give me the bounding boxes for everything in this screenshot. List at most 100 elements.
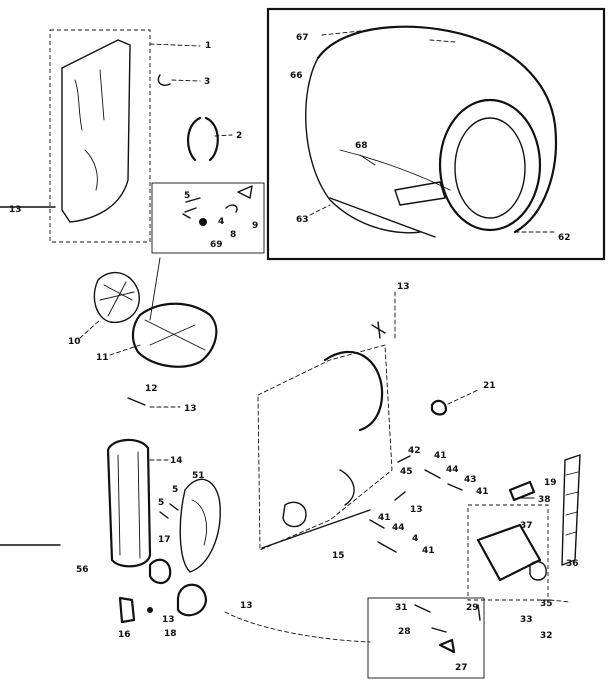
blower-housing-group <box>0 438 371 643</box>
fastener-a <box>397 455 411 463</box>
cabinet-base-group <box>257 291 479 551</box>
idler-arm <box>508 480 536 502</box>
drum-inset-group <box>266 7 606 261</box>
label-12: 12 <box>145 384 158 394</box>
part-21-cap <box>430 399 448 416</box>
part-2-ring <box>187 116 219 162</box>
label-10: 10 <box>68 337 81 347</box>
label-28: 28 <box>398 627 411 637</box>
label-27: 27 <box>455 663 468 673</box>
label-13f: 13 <box>410 505 423 515</box>
label-16: 16 <box>118 630 131 640</box>
label-21: 21 <box>483 381 496 391</box>
drum-left-edge <box>305 57 421 234</box>
front-panel-outline <box>49 29 151 243</box>
cabinet-lower-curve <box>339 469 355 506</box>
leader-11 <box>109 344 141 356</box>
label-31: 31 <box>395 603 408 613</box>
label-56: 56 <box>76 565 89 575</box>
leader-13e <box>224 611 371 643</box>
fastener-f <box>394 491 406 501</box>
label-13d: 13 <box>162 615 175 625</box>
leader-68 <box>359 154 376 166</box>
part-5-screws <box>159 503 179 519</box>
hardware-bolt <box>184 197 201 213</box>
label-41d: 41 <box>422 546 435 556</box>
part-3-clip <box>157 74 171 86</box>
hardware-screw <box>182 213 191 219</box>
label-5c: 5 <box>172 485 178 495</box>
label-42: 42 <box>408 446 421 456</box>
label-18: 18 <box>164 629 177 639</box>
blower-cover-51 <box>179 478 221 573</box>
label-13a: 13 <box>9 205 22 215</box>
label-11: 11 <box>96 353 109 363</box>
drum-outer-shell <box>316 25 557 234</box>
front-panel-shape <box>61 39 131 223</box>
label-19: 19 <box>544 478 557 488</box>
lower-hardware-box <box>367 597 485 679</box>
label-41b: 41 <box>476 487 489 497</box>
label-44a: 44 <box>446 465 459 475</box>
lower-hw-d <box>477 604 481 621</box>
label-5: 5 <box>184 191 190 201</box>
label-1: 1 <box>205 41 211 51</box>
label-66: 66 <box>290 71 303 81</box>
fastener-b <box>424 469 441 479</box>
label-33: 33 <box>520 615 533 625</box>
leader-10 <box>79 319 101 339</box>
label-4: 4 <box>218 217 224 227</box>
motor-shaft-line <box>144 319 206 351</box>
label-15: 15 <box>332 551 345 561</box>
cabinet-drum-belt <box>323 350 384 432</box>
label-3: 3 <box>204 77 210 87</box>
label-68: 68 <box>355 141 368 151</box>
hardware-box-group <box>151 182 265 254</box>
leader-1 <box>149 43 201 47</box>
cabinet-roller <box>282 501 307 528</box>
fastener-cluster <box>369 455 463 553</box>
label-62: 62 <box>558 233 571 243</box>
front-panel-detail <box>74 69 105 191</box>
label-37: 37 <box>520 521 533 531</box>
leader-67b <box>429 39 456 43</box>
label-45: 45 <box>400 467 413 477</box>
part-12-clip <box>127 397 146 406</box>
idler-shaft <box>261 509 371 549</box>
leader-35 <box>549 599 571 603</box>
label-43: 43 <box>464 475 477 485</box>
drum-opening-inner <box>454 117 526 219</box>
label-14: 14 <box>170 456 183 466</box>
fastener-d <box>369 519 385 529</box>
hardware-clip <box>225 204 238 213</box>
label-17: 17 <box>158 535 171 545</box>
label-67: 67 <box>296 33 309 43</box>
label-44b: 44 <box>392 523 405 533</box>
idler-pulley <box>529 560 547 581</box>
blower-cover-detail <box>191 499 207 546</box>
fastener-e <box>377 541 397 553</box>
lower-hw-a <box>414 604 431 613</box>
part-16-foot <box>118 596 136 624</box>
drum-body-line <box>339 149 451 191</box>
label-69: 69 <box>210 240 223 250</box>
part-13-nut <box>147 607 153 613</box>
motor-link <box>149 257 161 321</box>
hardware-bracket <box>237 185 253 199</box>
drum-shaft <box>329 197 436 238</box>
idler-spring-coils <box>565 471 579 536</box>
blower-housing-inner <box>117 451 141 559</box>
label-5b: 5 <box>158 498 164 508</box>
leader-63 <box>309 204 331 216</box>
lower-hw-c <box>438 638 456 654</box>
label-51: 51 <box>192 471 205 481</box>
label-4b: 4 <box>412 534 418 544</box>
label-36: 36 <box>566 559 579 569</box>
label-41a: 41 <box>434 451 447 461</box>
label-13e: 13 <box>240 601 253 611</box>
leader-21 <box>447 389 479 405</box>
drum-baffle <box>394 181 446 206</box>
blower-housing <box>106 438 152 568</box>
label-29: 29 <box>466 603 479 613</box>
